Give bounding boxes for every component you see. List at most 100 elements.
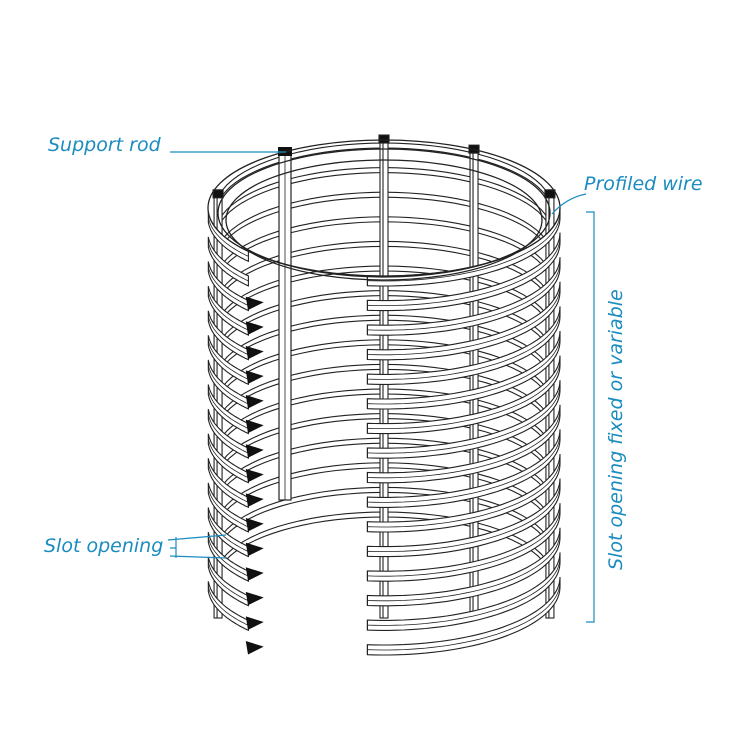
wire-left-midline — [207, 266, 249, 306]
wire-left-midline — [207, 586, 249, 626]
wire-left-face — [207, 433, 249, 484]
top-rim — [207, 139, 561, 281]
profiled-wire-turn — [207, 552, 561, 631]
wire-left-midline — [207, 438, 249, 479]
wire-right-midline — [367, 262, 561, 331]
wire-left-midline — [207, 414, 249, 454]
wire-right-face — [366, 257, 561, 336]
slot-opening-note-label: Slot opening fixed or variable — [605, 289, 627, 570]
wedge-tip — [245, 296, 264, 311]
wedge-tip — [245, 345, 264, 360]
profiled-wire-turn — [207, 306, 561, 385]
wedge-tip — [245, 567, 264, 581]
wire-wedge-tips — [245, 296, 264, 655]
slot-opening-bracket — [586, 211, 595, 623]
profiled-wire-turn — [207, 453, 561, 533]
profiled-wire-turn — [207, 232, 561, 312]
wire-left-midline — [207, 217, 249, 257]
wedge-tip — [245, 641, 264, 655]
wire-left-face — [207, 581, 249, 632]
wedge-tip — [245, 493, 264, 507]
wire-right-face — [366, 281, 561, 361]
front-support-rod — [278, 147, 292, 501]
wire-left-face — [207, 261, 249, 312]
wire-left-midline — [207, 241, 249, 282]
wire-right-midline — [367, 508, 561, 577]
wire-right-midline — [367, 311, 561, 380]
wire-left-face — [207, 359, 249, 410]
wedge-tip — [245, 321, 264, 335]
profiled-wire-turn — [207, 404, 561, 484]
wire-right-midline — [367, 385, 561, 454]
wire-right-midline — [367, 581, 561, 651]
annotation-slot-opening: Slot opening — [44, 534, 227, 559]
support-rod-end — [544, 189, 556, 199]
rim-inner — [217, 148, 551, 278]
wire-right-midline — [367, 237, 561, 306]
wire-left-face — [207, 285, 249, 336]
wire-right-midline — [367, 212, 561, 282]
wire-left-midline — [207, 487, 249, 528]
wire-right-face — [366, 503, 561, 582]
profiled-wire-turn — [207, 503, 561, 582]
support-rod-label: Support rod — [48, 134, 162, 156]
wire-right-midline — [367, 335, 561, 405]
support-rod-end — [212, 189, 224, 199]
wire-left-face — [207, 236, 249, 287]
wedge-tip — [245, 468, 264, 483]
profiled-wire-label: Profiled wire — [584, 173, 703, 195]
wire-right-face — [366, 330, 561, 410]
wire-right-face — [366, 380, 561, 459]
wedge-tip — [245, 616, 264, 630]
wedge-tip — [245, 395, 264, 409]
annotation-support-rod: Support rod — [48, 134, 286, 156]
wire-right-midline — [367, 434, 561, 503]
profiled-wire-leader — [551, 193, 587, 215]
wire-right-face — [366, 552, 561, 631]
wire-right-face — [366, 478, 561, 558]
wire-left-face — [207, 310, 249, 361]
slot-opening-leader — [167, 534, 227, 559]
profiled-wire-turn — [207, 330, 561, 410]
profiled-wire-turn — [207, 355, 561, 435]
wedge-tip — [245, 518, 264, 532]
slot-opening-label: Slot opening — [44, 535, 163, 557]
wire-left-face — [207, 482, 249, 533]
wire-left-midline — [207, 291, 249, 331]
annotation-profiled-wire: Profiled wire — [551, 173, 703, 215]
front-profiled-wires — [207, 207, 561, 656]
wire-left-face — [207, 458, 249, 509]
wire-right-face — [366, 355, 561, 435]
wire-left-face — [207, 384, 249, 435]
wire-left-face — [207, 335, 249, 386]
wire-left-midline — [207, 561, 249, 602]
wedge-tip — [245, 444, 264, 458]
wire-left-face — [207, 531, 249, 582]
wire-left-face — [207, 556, 249, 607]
wire-right-midline — [367, 532, 561, 602]
wire-right-face — [366, 306, 561, 385]
wire-right-midline — [367, 409, 561, 479]
wedge-tip — [245, 419, 264, 434]
rim-inner-2 — [225, 159, 543, 281]
profiled-wire-turn — [207, 257, 561, 336]
wire-right-face — [366, 527, 561, 607]
wire-left-midline — [207, 512, 249, 552]
wire-left-midline — [207, 364, 249, 405]
wire-right-midline — [367, 483, 561, 552]
support-rod-end — [378, 134, 390, 144]
wire-right-midline — [367, 458, 561, 528]
profiled-wire-turn — [207, 478, 561, 558]
rim-outer — [207, 139, 561, 277]
profiled-wire-turn — [207, 281, 561, 361]
wedge-tip — [245, 542, 264, 557]
wire-left-midline — [207, 463, 249, 503]
wire-left-midline — [207, 340, 249, 380]
annotation-slot-opening-note: Slot opening fixed or variable — [586, 211, 627, 623]
wedge-tip — [245, 370, 264, 384]
wire-right-midline — [367, 360, 561, 429]
profiled-wire-turn — [207, 429, 561, 508]
wire-left-face — [207, 408, 249, 459]
wire-right-midline — [367, 557, 561, 626]
